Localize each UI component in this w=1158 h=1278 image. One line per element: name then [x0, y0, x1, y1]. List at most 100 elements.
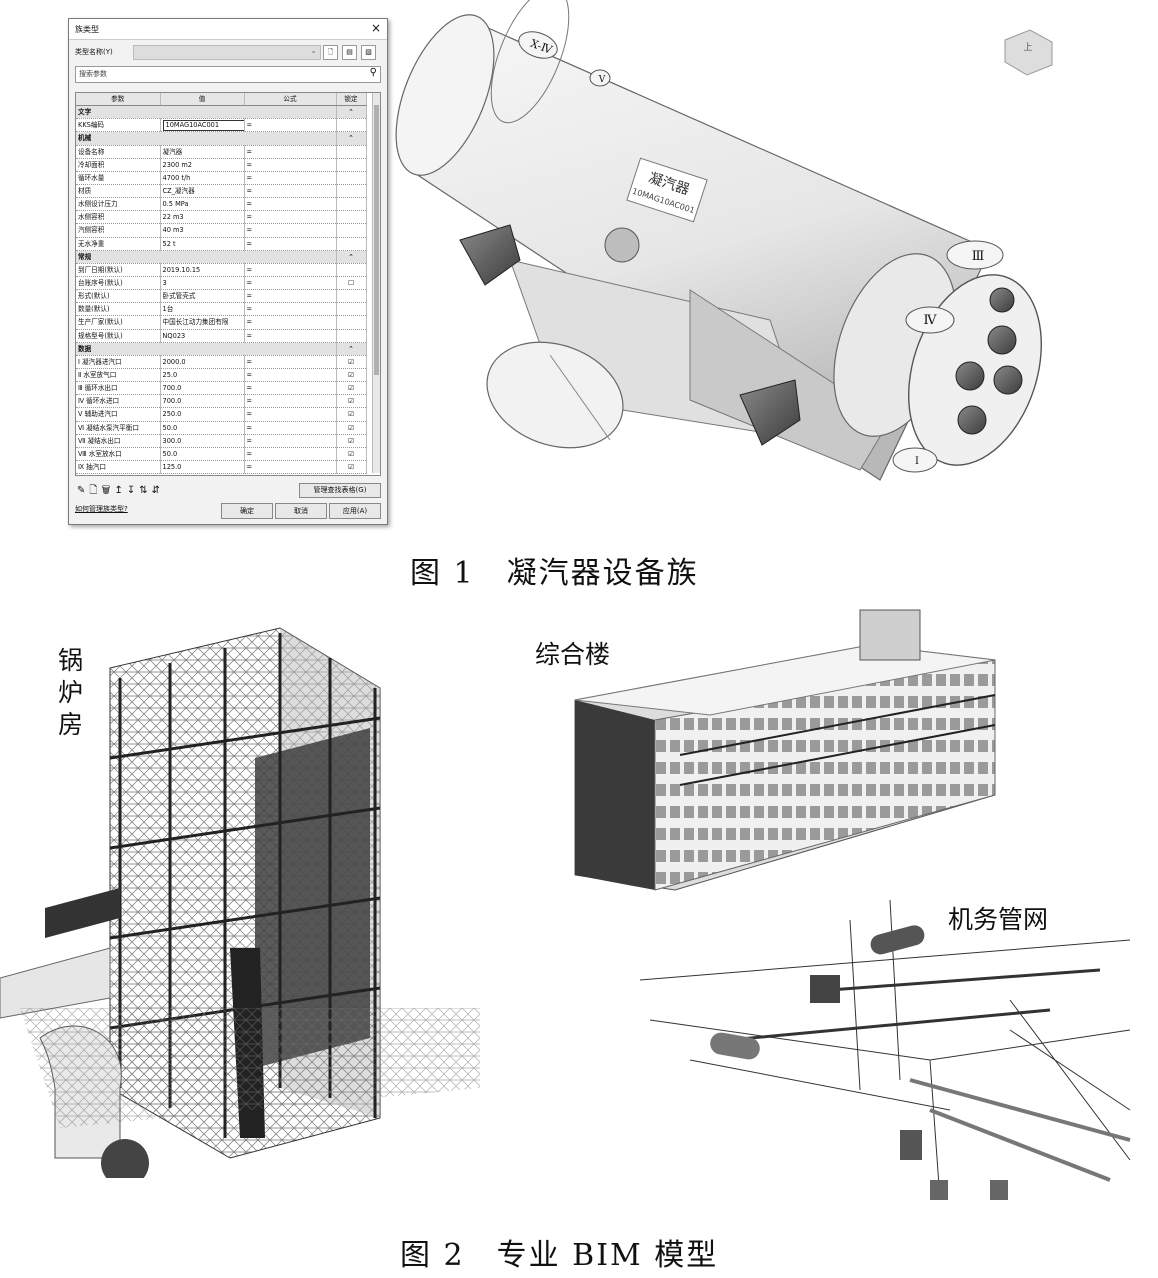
group-header-row[interactable]: 机械⌃	[76, 131, 367, 146]
lock-checkbox[interactable]: ☑	[336, 381, 367, 396]
lock-checkbox[interactable]: ☑	[336, 460, 367, 475]
cell-formula[interactable]: =	[244, 223, 337, 238]
lock-checkbox[interactable]: ☑	[336, 407, 367, 422]
view-cube-icon[interactable]: 上	[1004, 29, 1053, 76]
cell-value[interactable]: 0.5 MPa	[160, 197, 245, 212]
lock-checkbox[interactable]	[336, 289, 367, 304]
lock-checkbox[interactable]: ☑	[336, 421, 367, 435]
move-up-icon[interactable]: ↥	[114, 485, 127, 496]
group-header-row[interactable]: 文字⌃	[76, 105, 367, 120]
cell-formula[interactable]: =	[244, 210, 337, 225]
cell-formula[interactable]: =	[244, 289, 337, 304]
cell-formula[interactable]: =	[244, 381, 337, 396]
lock-checkbox[interactable]: ☑	[336, 434, 367, 448]
cell-formula[interactable]: =	[244, 434, 337, 448]
lock-checkbox[interactable]	[336, 237, 367, 251]
value-text[interactable]: 10MAG10AC001	[162, 120, 243, 131]
cell-formula[interactable]: =	[244, 263, 337, 277]
cell-value[interactable]: 2000.0	[160, 355, 245, 369]
move-down-icon[interactable]: ↧	[126, 485, 140, 496]
cell-value[interactable]: CZ_凝汽器	[160, 184, 245, 199]
lock-checkbox[interactable]	[336, 263, 367, 277]
lock-checkbox[interactable]	[336, 315, 367, 330]
vertical-scrollbar[interactable]	[372, 93, 380, 473]
cell-formula[interactable]: =	[244, 145, 337, 159]
cell-formula[interactable]: =	[244, 355, 337, 369]
column-header[interactable]: 值	[160, 93, 245, 107]
cell-value[interactable]: 卧式管壳式	[160, 289, 245, 304]
cell-formula[interactable]: =	[244, 460, 337, 475]
cell-value[interactable]: 700.0	[160, 394, 245, 409]
cell-value[interactable]: 3	[160, 276, 245, 291]
lock-checkbox[interactable]	[336, 210, 367, 225]
manage-lookup-tables-button[interactable]: 管理查找表格(G)	[299, 483, 381, 498]
rename-type-icon[interactable]: ▤	[342, 45, 357, 60]
column-header[interactable]: 参数	[76, 93, 161, 107]
cell-formula[interactable]: =	[244, 315, 337, 330]
edit-parameter-icon[interactable]: ✎	[77, 485, 90, 496]
parameter-search-input[interactable]: 搜索参数 ⚲	[75, 66, 381, 83]
collapse-icon[interactable]: ⌃	[336, 131, 367, 146]
apply-button[interactable]: 应用(A)	[329, 503, 381, 519]
column-header[interactable]: 公式	[244, 93, 337, 107]
lock-checkbox[interactable]	[336, 184, 367, 199]
new-parameter-icon[interactable]: 🗋	[89, 485, 102, 496]
column-header[interactable]: 锁定	[336, 93, 367, 107]
cell-value[interactable]: 250.0	[160, 407, 245, 422]
cell-formula[interactable]: =	[244, 302, 337, 317]
lock-checkbox[interactable]	[336, 145, 367, 159]
scrollbar-thumb[interactable]	[374, 105, 379, 375]
lock-checkbox[interactable]	[336, 329, 367, 343]
collapse-icon[interactable]: ⌃	[336, 342, 367, 356]
delete-type-icon[interactable]: ▧	[361, 45, 376, 60]
type-name-select[interactable]: ⌄	[133, 45, 321, 60]
cell-value[interactable]: 50.0	[160, 421, 245, 435]
cell-formula[interactable]: =	[244, 447, 337, 461]
delete-parameter-icon[interactable]: 🗑	[101, 485, 115, 496]
cell-formula[interactable]: =	[244, 184, 337, 199]
cell-value[interactable]: 700.0	[160, 381, 245, 396]
cell-value[interactable]: 50.0	[160, 447, 245, 461]
cell-formula[interactable]: =	[244, 421, 337, 435]
close-icon[interactable]: ×	[370, 21, 381, 35]
lock-checkbox[interactable]: ☐	[336, 276, 367, 291]
collapse-icon[interactable]: ⌃	[336, 250, 367, 264]
cell-value[interactable]: NQ023	[160, 329, 245, 343]
cell-formula[interactable]: =	[244, 368, 337, 383]
lock-checkbox[interactable]: ☑	[336, 447, 367, 461]
lock-checkbox[interactable]	[336, 158, 367, 172]
value-input[interactable]: 10MAG10AC001	[160, 118, 245, 133]
cell-formula[interactable]: =	[244, 197, 337, 212]
collapse-icon[interactable]: ⌃	[336, 105, 367, 120]
cell-value[interactable]: 中国长江动力集团有限	[160, 315, 245, 330]
cancel-button[interactable]: 取消	[275, 503, 327, 519]
cell-value[interactable]: 40 m3	[160, 223, 245, 238]
cell-formula[interactable]: =	[244, 329, 337, 343]
help-link[interactable]: 如何管理族类型?	[75, 505, 128, 513]
lock-checkbox[interactable]: ☑	[336, 355, 367, 369]
lock-checkbox[interactable]	[336, 118, 367, 133]
new-type-icon[interactable]: 🗋	[323, 45, 338, 60]
cell-value[interactable]: 2019.10.15	[160, 263, 245, 277]
cell-formula[interactable]: =	[244, 158, 337, 172]
lock-checkbox[interactable]	[336, 171, 367, 185]
cell-value[interactable]: 300.0	[160, 434, 245, 448]
lock-checkbox[interactable]	[336, 302, 367, 317]
lock-checkbox[interactable]	[336, 223, 367, 238]
cell-value[interactable]: 52 t	[160, 237, 245, 251]
cell-formula[interactable]: =	[244, 171, 337, 185]
cell-formula[interactable]: =	[244, 118, 337, 133]
group-header-row[interactable]: 常规⌃	[76, 250, 367, 264]
cell-value[interactable]: 2300 m2	[160, 158, 245, 172]
cell-value[interactable]: 1台	[160, 302, 245, 317]
cell-value[interactable]: 25.0	[160, 368, 245, 383]
cell-formula[interactable]: =	[244, 407, 337, 422]
lock-checkbox[interactable]: ☑	[336, 368, 367, 383]
sort-ascending-icon[interactable]: ⇅	[139, 485, 152, 496]
ok-button[interactable]: 确定	[221, 503, 273, 519]
cell-value[interactable]: 4700 t/h	[160, 171, 245, 185]
lock-checkbox[interactable]	[336, 197, 367, 212]
cell-formula[interactable]: =	[244, 276, 337, 291]
group-header-row[interactable]: 数据⌃	[76, 342, 367, 356]
cell-value[interactable]: 22 m3	[160, 210, 245, 225]
